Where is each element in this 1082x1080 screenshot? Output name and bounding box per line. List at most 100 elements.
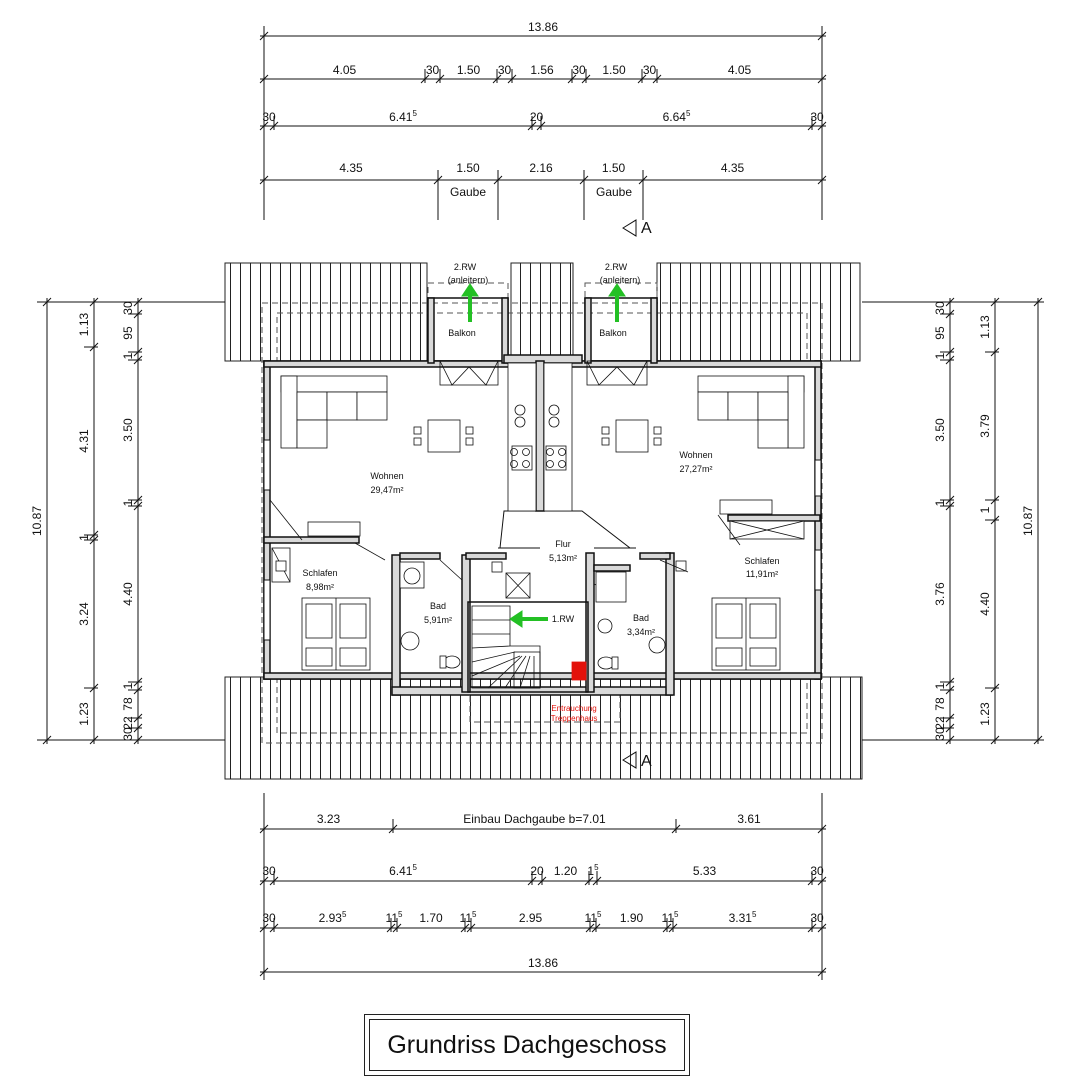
dimension-value: 5.33: [693, 864, 717, 878]
section-markers: [622, 219, 637, 769]
dim-line: [133, 677, 143, 687]
staircase: [471, 572, 541, 689]
dim-line: [133, 501, 143, 511]
dimension-value: 1.70: [419, 911, 443, 925]
dimension-value: 1.20: [554, 864, 578, 878]
dimension-value: 30: [810, 864, 824, 878]
dim-line: [817, 824, 827, 834]
dim-line: [945, 495, 955, 505]
dim-line: [466, 923, 476, 933]
dimension-value: 30: [262, 864, 276, 878]
room-name: Bad: [633, 613, 649, 623]
dimension-value: 1: [121, 682, 135, 689]
dimension-value: 1.13: [978, 315, 992, 339]
dimension-value: 10.87: [1021, 506, 1035, 536]
dimension-value: 4.31: [77, 429, 91, 453]
dimension-value: 1.23: [978, 702, 992, 726]
room-area: 8,98m²: [306, 582, 334, 592]
dim-line: [527, 121, 537, 131]
room-name: Bad: [430, 601, 446, 611]
dim-line: [591, 923, 601, 933]
dim-line: [945, 723, 955, 733]
dim-line: [817, 876, 827, 886]
dimension-value: 3.23: [317, 812, 341, 826]
dim-line: [945, 713, 955, 723]
dimension-value: Gaube: [450, 185, 486, 199]
dimension-value: 13.86: [528, 20, 558, 34]
title-box-inner: Grundriss Dachgeschoss: [369, 1019, 685, 1071]
dimension-value: 30: [121, 301, 135, 315]
escape-label: 2.RW: [605, 262, 628, 272]
dimension-value: 1.90: [620, 911, 644, 925]
dimension-value: 1: [978, 506, 992, 513]
dimension-value: 30: [933, 301, 947, 315]
kitchens: [507, 362, 573, 512]
dim-line: [671, 824, 681, 834]
roof-top-center: [510, 262, 574, 362]
dimension-value: 1.13: [77, 312, 91, 336]
dimension-value: 4.35: [339, 161, 363, 175]
dim-line: [133, 685, 143, 695]
dimension-value: 30: [262, 911, 276, 925]
dimension-value: 1.23: [77, 702, 91, 726]
dim-line: [435, 74, 445, 84]
dimension-value: 2.935: [319, 910, 347, 925]
dimension-value: 4.05: [333, 63, 357, 77]
dimension-value: 6.415: [389, 109, 417, 124]
dimension-value: 4.40: [978, 592, 992, 616]
dimension-value: 20: [530, 110, 544, 124]
dim-line: [133, 347, 143, 357]
dimension-value: 4.35: [721, 161, 745, 175]
smoke-vent-line: Entrauchung: [551, 704, 596, 713]
dining-tables: [413, 419, 662, 453]
room-name: Wohnen: [679, 450, 712, 460]
dim-line: [585, 923, 595, 933]
dim-line: [567, 74, 577, 84]
dim-line: [89, 535, 99, 545]
dim-line: [817, 923, 827, 933]
dim-line: [945, 677, 955, 687]
dimension-value: 30: [262, 110, 276, 124]
dimension-value: 1.50: [457, 63, 481, 77]
room-area: 11,91m²: [746, 569, 778, 579]
room-name: Flur: [555, 539, 571, 549]
dim-line: [259, 967, 269, 977]
windows: [263, 439, 822, 641]
dimension-value: 115: [585, 910, 602, 925]
room-area: 29,47m²: [370, 485, 403, 495]
escape-route-arrows: [461, 283, 626, 628]
dim-line: [269, 923, 279, 933]
dimension-value: 30: [572, 63, 586, 77]
room-area: 3,34m²: [627, 627, 655, 637]
dim-line: [492, 74, 502, 84]
dimension-value: 30: [643, 63, 657, 77]
dim-line: [945, 347, 955, 357]
dimension-value: 3.50: [933, 418, 947, 442]
dim-line: [89, 530, 99, 540]
room-area: 5,91m²: [424, 615, 452, 625]
room-name: Balkon: [448, 328, 476, 338]
dim-line: [945, 501, 955, 511]
floor-plan: A A Wohnen 29,47m² Wohnen 27,27m² Schlaf…: [30, 20, 1044, 980]
escape-label: 1.RW: [552, 614, 575, 624]
dim-line: [269, 121, 279, 131]
dimension-value: 2.16: [529, 161, 553, 175]
dim-line: [668, 923, 678, 933]
dimension-value: 6.415: [389, 863, 417, 878]
dimension-value: 3.79: [978, 414, 992, 438]
dim-line: [584, 876, 594, 886]
dim-line: [386, 923, 396, 933]
dim-line: [637, 74, 647, 84]
bath-fixtures: [399, 561, 666, 681]
dimension-value: 3.50: [121, 418, 135, 442]
section-marker-top: A: [641, 220, 652, 237]
dimension-value: 1: [933, 352, 947, 359]
inner-walls: [263, 297, 822, 696]
dim-line: [460, 923, 470, 933]
dimension-value: 22: [933, 716, 947, 730]
beds: [301, 597, 781, 671]
dimension-value: 13.86: [528, 956, 558, 970]
dim-line: [945, 685, 955, 695]
dimension-value: 115: [386, 910, 403, 925]
sofas: [280, 375, 805, 449]
